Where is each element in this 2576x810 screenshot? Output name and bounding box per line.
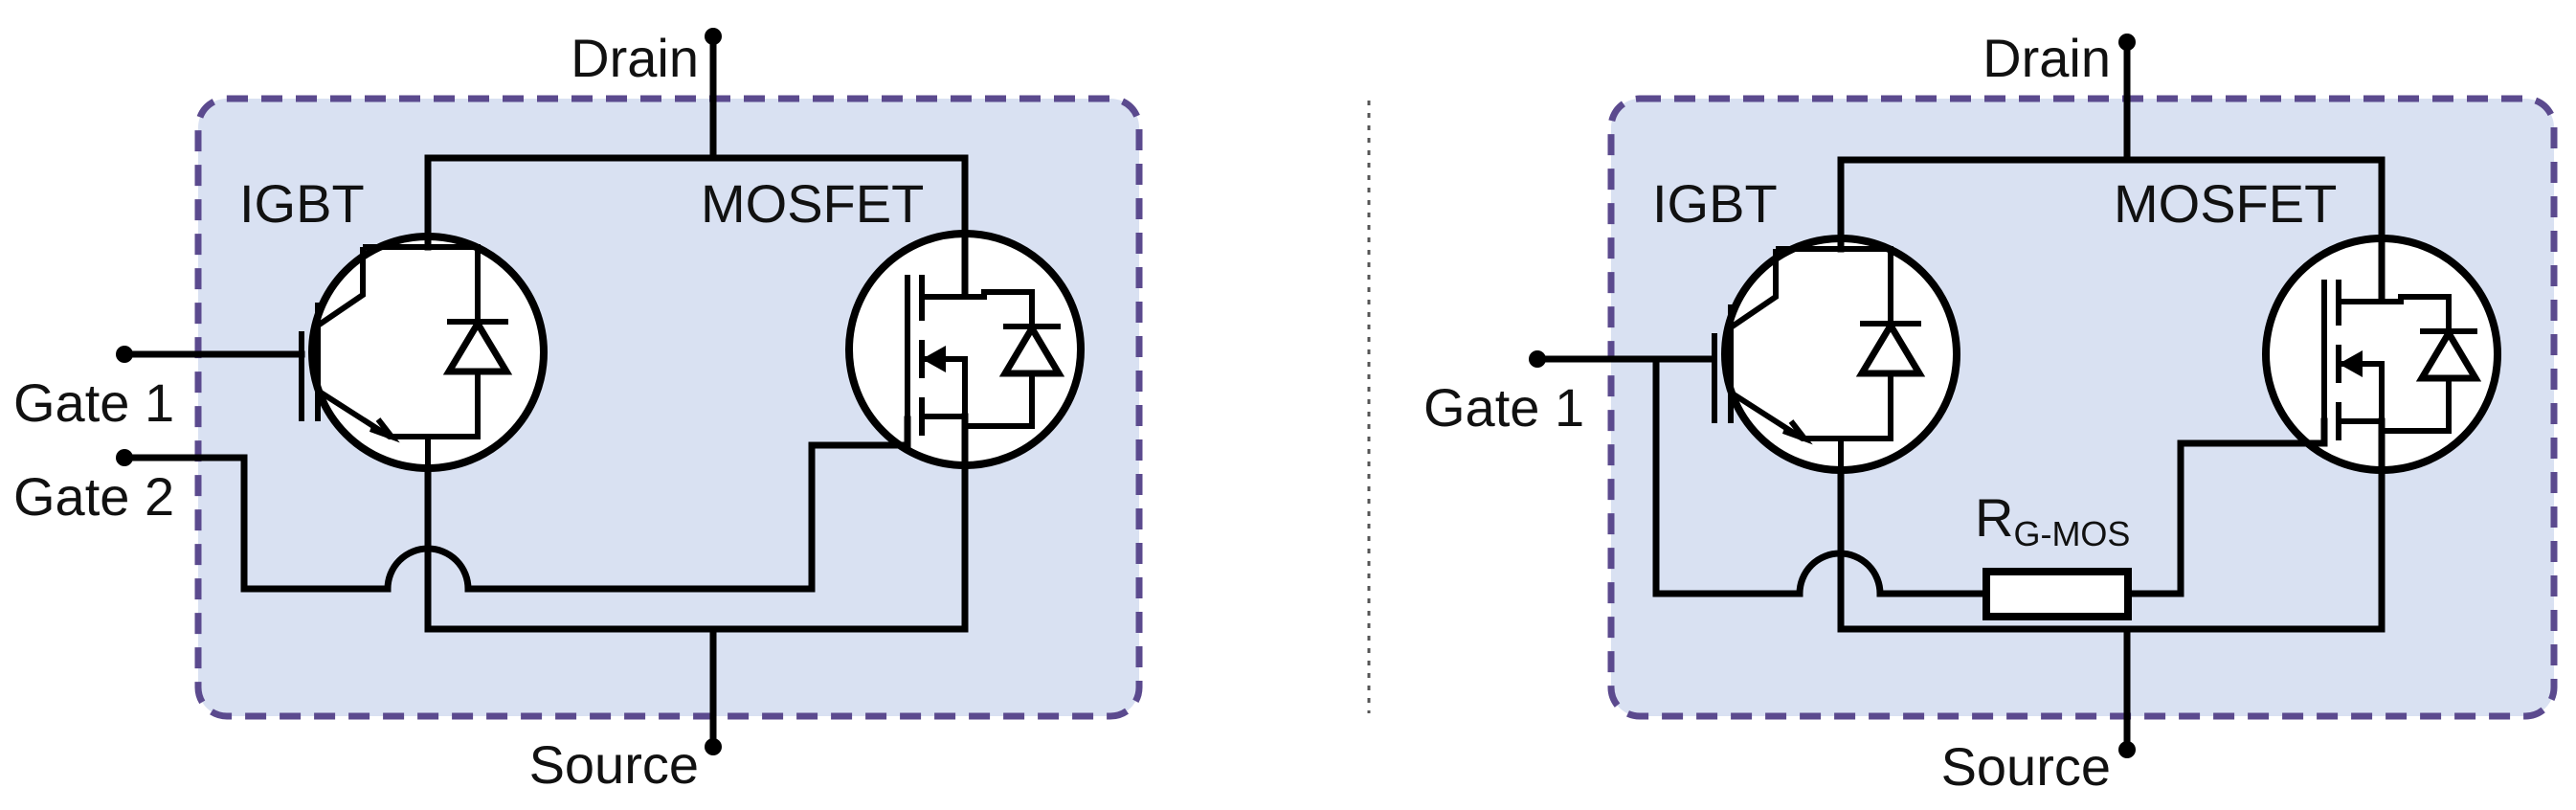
- right-resistor-label-sub: G-MOS: [2013, 514, 2130, 553]
- right-resistor-label-main: R: [1975, 487, 2013, 548]
- left-gate2-wire: [121, 416, 911, 593]
- left-source-terminal: [705, 738, 722, 755]
- right-source-terminal: [2118, 741, 2136, 758]
- right-source-label: Source: [1941, 736, 2111, 797]
- left-drain-label: Drain: [571, 28, 699, 88]
- left-drain-terminal: [705, 28, 722, 45]
- right-drain-terminal: [2118, 34, 2136, 51]
- right-gate1-label: Gate 1: [1423, 377, 1584, 438]
- left-gate1-terminal: [116, 346, 133, 363]
- right-gate1-terminal: [1529, 350, 1546, 368]
- left-top-bus: [424, 154, 969, 229]
- right-top-bus: [1837, 156, 2386, 234]
- right-drain-label: Drain: [1982, 28, 2111, 88]
- right-resistor-to-mosfet-wire: [2124, 417, 2328, 597]
- left-mosfet-symbol: [849, 225, 1081, 474]
- right-resistor-rgmos: [1982, 568, 2132, 620]
- right-mosfet-label: MOSFET: [2114, 173, 2337, 234]
- left-source-label: Source: [529, 734, 699, 795]
- left-circuit: Drain Source IGBT MOSFET Gate 1 Gate 2: [13, 28, 1143, 795]
- right-resistor-label: RG-MOS: [1975, 487, 2130, 553]
- left-igbt-label: IGBT: [239, 173, 365, 234]
- right-gate-mos-wire: [1652, 355, 1990, 597]
- left-gate2-label: Gate 2: [13, 466, 174, 527]
- left-gate1-label: Gate 1: [13, 372, 174, 433]
- right-circuit: Drain Source IGBT MOSFET Gate 1 RG-MOS: [1423, 28, 2558, 797]
- left-mosfet-label: MOSFET: [701, 173, 924, 234]
- right-igbt-label: IGBT: [1652, 173, 1778, 234]
- left-gate2-terminal: [116, 449, 133, 466]
